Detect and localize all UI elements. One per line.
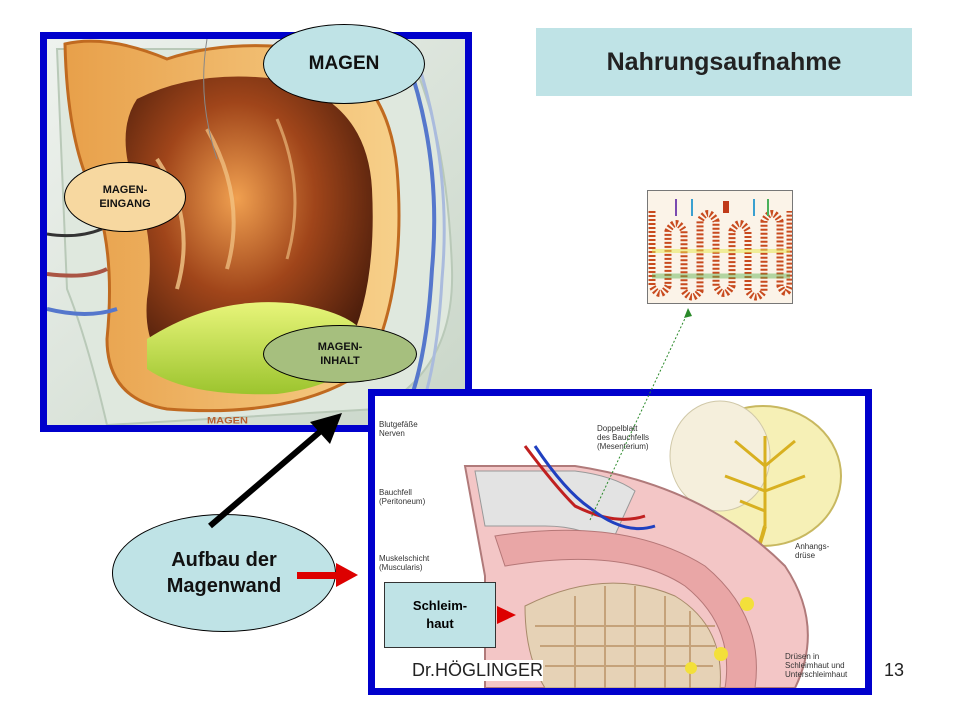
mucosa-label-text: Schleim- haut — [412, 598, 468, 631]
wall-image-panel: Blutgefäße Nerven Doppelblatt des Bauchf… — [368, 389, 872, 695]
label-mesentery: Doppelblatt des Bauchfells (Mesenterium) — [597, 424, 650, 451]
stomach-image-caption: MAGEN — [207, 416, 248, 426]
label-gland: Anhangs- drüse — [795, 542, 830, 560]
arrow-red-head — [336, 563, 358, 587]
slide-title-text: Nahrungsaufnahme — [606, 47, 842, 76]
bubble-aufbau-magenwand-text: Aufbau der Magenwand — [166, 549, 282, 597]
label-peritoneum: Bauchfell (Peritoneum) — [379, 488, 426, 506]
label-muscularis: Muskelschicht (Muscularis) — [379, 554, 430, 572]
bubble-magen-eingang-text: MAGEN- EINGANG — [99, 184, 151, 210]
label-vessels: Blutgefäße Nerven — [379, 420, 418, 438]
stomach-image-panel: MAGEN — [40, 32, 472, 432]
bubble-magen: MAGEN — [263, 24, 425, 104]
bubble-magen-inhalt-text: MAGEN- INHALT — [317, 341, 363, 367]
slide-title: Nahrungsaufnahme — [536, 28, 912, 96]
mucosa-label-box: Schleim- haut — [384, 582, 496, 648]
bubble-magen-eingang: MAGEN- EINGANG — [64, 162, 186, 232]
villi-thumbnail — [647, 190, 793, 304]
bubble-aufbau-magenwand: Aufbau der Magenwand — [112, 514, 336, 632]
bubble-magen-inhalt: MAGEN- INHALT — [263, 325, 417, 383]
guide-arrowhead — [684, 308, 692, 318]
footer-author: Dr.HÖGLINGER — [412, 660, 544, 681]
wall-illustration — [463, 400, 842, 688]
bubble-magen-text: MAGEN — [308, 53, 380, 74]
villi-illustration — [648, 191, 792, 303]
page-number: 13 — [884, 660, 905, 680]
label-glands-in: Drüsen in Schleimhaut und Unterschleimha… — [785, 652, 848, 679]
arrow-to-stomach — [208, 427, 324, 529]
